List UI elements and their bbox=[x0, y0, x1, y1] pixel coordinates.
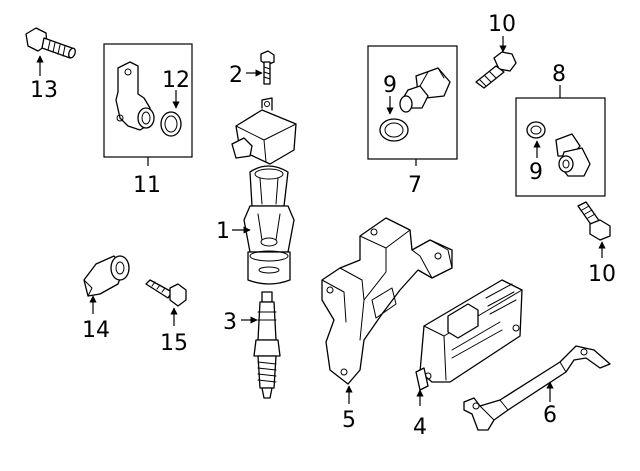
part-15-bolt bbox=[145, 279, 187, 307]
callout-7: 7 bbox=[408, 173, 422, 198]
ignition-coil-head bbox=[231, 97, 297, 165]
callout-8: 8 bbox=[552, 62, 566, 87]
part-10-bolt-right bbox=[577, 201, 611, 241]
part-13-bolt bbox=[25, 27, 76, 59]
callout-3: 3 bbox=[223, 310, 237, 335]
part-5-bracket bbox=[321, 217, 453, 385]
part-9-o-ring-right bbox=[526, 121, 546, 139]
callout-4: 4 bbox=[413, 415, 427, 440]
callout-15: 15 bbox=[160, 331, 188, 356]
part-14-knock-sensor bbox=[83, 255, 130, 297]
part-1-ignition-coil-boot bbox=[243, 165, 295, 285]
callout-11: 11 bbox=[133, 173, 161, 198]
part-12-o-ring bbox=[160, 111, 182, 137]
callout-2: 2 bbox=[229, 63, 243, 88]
callout-10-right: 10 bbox=[588, 262, 616, 287]
part-4-ecm bbox=[415, 279, 523, 391]
part-2-bolt bbox=[260, 50, 275, 85]
callout-5: 5 bbox=[342, 408, 356, 433]
part-3-spark-plug bbox=[253, 291, 281, 399]
callout-10-top: 10 bbox=[488, 12, 516, 37]
group-box-7 bbox=[367, 45, 458, 160]
callout-12: 12 bbox=[162, 68, 190, 93]
callout-9-right: 9 bbox=[529, 160, 543, 185]
callout-1: 1 bbox=[216, 219, 230, 244]
part-11-sensor bbox=[115, 61, 155, 131]
part-9-o-ring-left bbox=[379, 118, 409, 142]
callout-14: 14 bbox=[82, 318, 110, 343]
callout-6: 6 bbox=[543, 403, 557, 428]
part-10-bolt-top bbox=[475, 51, 517, 89]
part-7-cam-sensor bbox=[399, 67, 451, 113]
part-6-support-bar bbox=[463, 345, 611, 431]
callout-13: 13 bbox=[30, 78, 58, 103]
part-8-crank-sensor bbox=[555, 133, 591, 177]
callout-9-left: 9 bbox=[383, 73, 397, 98]
